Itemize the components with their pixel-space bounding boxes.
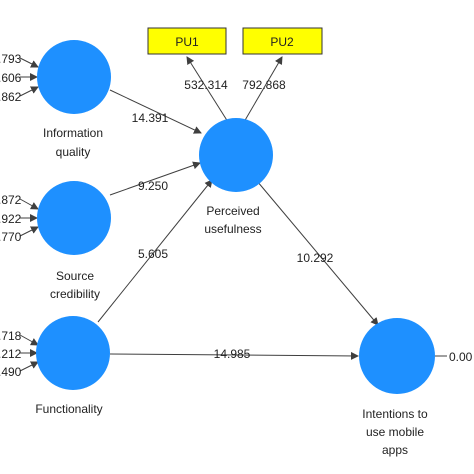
int-indicator-value: 0.00 [449,350,473,364]
edge-iq-to-pu [109,89,202,134]
func-indicator-value-2: .212 [0,347,22,361]
construct-functionality [36,316,110,390]
label-source-credibility-line2: credibility [50,287,100,301]
loading-pu1: 532.314 [184,78,228,92]
label-perceived-usefulness-line1: Perceived [206,204,259,218]
iq-indicator-value-2: .606 [0,71,22,85]
edge-func-ind-3 [19,361,39,372]
edge-pu-to-int [256,180,379,326]
iq-indicator-value-1: .793 [0,52,22,66]
edge-pu-to-pu1 [186,56,229,123]
construct-information-quality [37,40,111,114]
iq-indicator-value-3: .862 [0,90,22,104]
edge-pu-to-pu2 [243,56,283,123]
construct-perceived-usefulness [199,118,273,192]
indicator-box-pu2 [242,27,323,55]
edge-sc-to-pu [109,161,201,196]
label-intentions-line1: Intentions to [362,407,428,421]
label-intentions-line2: use mobile [366,425,424,439]
path-value-func-pu: 5.605 [138,247,168,261]
path-value-sc-pu: 9.250 [138,179,168,193]
label-source-credibility-line1: Source [56,269,94,283]
label-information-quality-line1: Information [43,126,103,140]
edge-iq-ind-3 [19,86,39,97]
sc-indicator-value-3: .770 [0,230,22,244]
path-value-iq-pu: 14.391 [132,111,169,125]
loading-pu2: 792.868 [242,78,286,92]
label-intentions-line3: apps [382,443,408,457]
edge-sc-ind-3 [19,226,39,237]
indicator-label-pu2: PU2 [270,35,294,49]
sc-indicator-value-1: .872 [0,193,22,207]
label-information-quality-line2: quality [56,145,91,159]
construct-intentions [359,318,435,394]
edge-func-ind-1 [19,334,39,346]
label-functionality: Functionality [35,402,102,416]
func-indicator-value-3: .490 [0,365,22,379]
path-value-func-int: 14.985 [214,347,251,361]
edge-func-to-pu [97,179,213,323]
edge-sc-ind-1 [19,198,39,210]
label-perceived-usefulness-line2: usefulness [204,222,261,236]
edge-iq-ind-1 [19,57,39,68]
func-indicator-value-1: .718 [0,329,22,343]
path-value-pu-int: 10.292 [297,251,334,265]
construct-source-credibility [37,181,111,255]
indicator-label-pu1: PU1 [175,35,199,49]
edge-func-to-int [109,351,359,360]
indicator-box-pu1 [147,27,227,55]
sc-indicator-value-2: .922 [0,212,22,226]
